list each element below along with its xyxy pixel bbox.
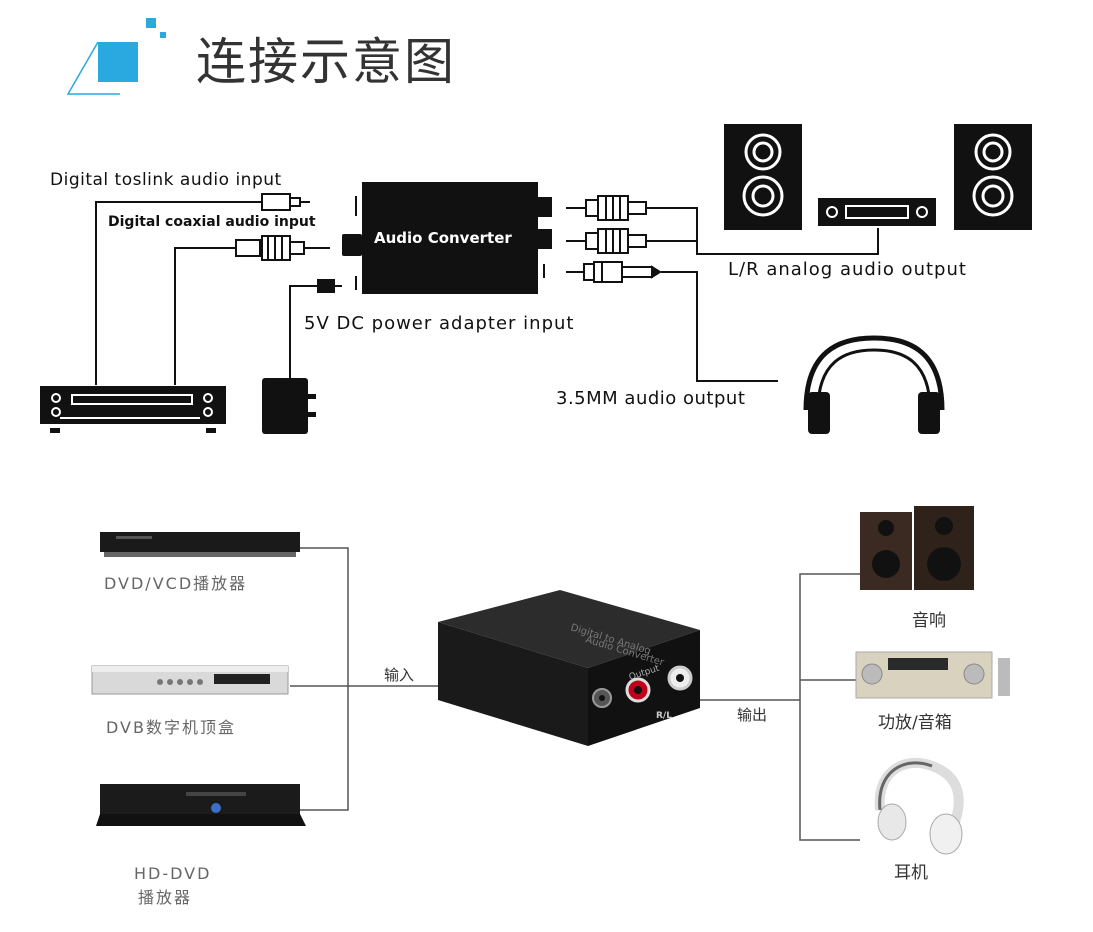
- headphones-icon: [803, 335, 945, 434]
- power-adapter-icon: [262, 378, 316, 434]
- wiring-diagram: [40, 124, 1032, 434]
- dvd-player-icon: [100, 532, 300, 557]
- output-amplifier-label: 功放/音箱: [878, 713, 952, 733]
- speaker-right-icon: [954, 124, 1032, 230]
- rca-plug-icon: [566, 228, 656, 254]
- toslink-input-label: Digital toslink audio input: [50, 170, 282, 190]
- audio-converter-box: [342, 182, 552, 294]
- analog-output-label: L/R analog audio output: [728, 259, 967, 280]
- rca-plug-icon: [566, 195, 656, 221]
- headphone-output-label: 3.5MM audio output: [556, 388, 746, 409]
- power-plug-icon: [317, 279, 342, 293]
- product-wiring-lines: [290, 547, 860, 841]
- speakers-icon: [860, 506, 974, 590]
- source-hddvd-label2: 播放器: [138, 888, 193, 907]
- source-device-icon: [40, 386, 226, 433]
- input-label: 输入: [384, 666, 415, 684]
- source-hddvd-label: HD-DVD: [134, 864, 212, 883]
- toslink-plug-icon: [261, 193, 310, 211]
- output-speakers-label: 音响: [912, 611, 946, 631]
- mini-jack-plug-icon: [566, 261, 662, 283]
- headphones-product-icon: [874, 757, 964, 855]
- source-dvb-label: DVB数字机顶盒: [106, 718, 236, 737]
- speaker-left-icon: [724, 124, 802, 230]
- coaxial-plug-icon: [235, 235, 330, 261]
- title-decoration-icon: [66, 18, 166, 95]
- amplifier-icon: [818, 198, 936, 226]
- amplifier-product-icon: [855, 651, 1010, 699]
- wiring-lines: [95, 201, 879, 385]
- power-input-label: 5V DC power adapter input: [304, 313, 575, 334]
- converter-product-icon: Digital to Analog Audio Converter Output…: [438, 590, 700, 746]
- source-dvd-label: DVD/VCD播放器: [104, 574, 248, 593]
- set-top-box-icon: [91, 665, 289, 695]
- product-diagram: Digital to Analog Audio Converter Output…: [91, 506, 1010, 855]
- rl-text: R/L: [656, 711, 672, 721]
- output-headphones-label: 耳机: [894, 863, 928, 883]
- output-label: 输出: [737, 706, 768, 724]
- coaxial-input-label: Digital coaxial audio input: [108, 214, 316, 230]
- converter-label: Audio Converter: [374, 229, 512, 247]
- hd-dvd-player-icon: [96, 784, 306, 826]
- page-title: 连接示意图: [196, 33, 456, 91]
